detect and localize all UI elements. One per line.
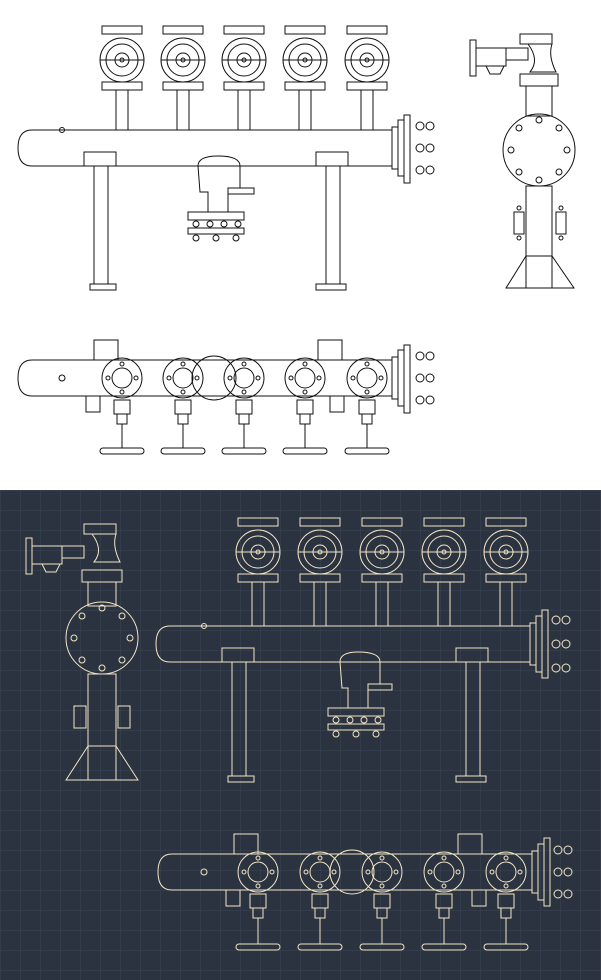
side-blind-flange xyxy=(502,113,576,187)
side-base xyxy=(505,255,575,289)
top-valve-1 xyxy=(99,357,145,455)
dark-valve-3 xyxy=(359,517,405,627)
front-valves xyxy=(99,25,390,131)
side-valve xyxy=(469,33,557,77)
dark-blueprint-panel xyxy=(0,490,601,980)
dark-vent-boss xyxy=(201,623,207,629)
top-end-flange xyxy=(391,344,435,414)
top-brackets xyxy=(85,339,345,413)
dark-top-valve-1 xyxy=(235,851,281,951)
blueprint-grid xyxy=(0,490,601,980)
dark-front-valves xyxy=(235,517,529,627)
dark-top-valve-2 xyxy=(297,851,343,951)
dark-main-header-pipe xyxy=(155,625,531,663)
side-column-flanges xyxy=(513,205,567,241)
top-valve-4 xyxy=(282,357,328,455)
dark-top-vent-boss xyxy=(200,868,208,876)
dark-side-valve xyxy=(25,523,121,575)
top-valves xyxy=(99,357,390,455)
dark-valve-2 xyxy=(297,517,343,627)
dark-top-valve-4 xyxy=(421,851,467,951)
dark-side-riser-pipe xyxy=(87,581,117,607)
valve-4 xyxy=(282,25,328,131)
light-drawing-group xyxy=(17,25,576,455)
top-valve-3 xyxy=(221,357,267,455)
dark-valve-4 xyxy=(421,517,467,627)
end-flange xyxy=(391,114,435,184)
top-view xyxy=(17,339,435,455)
dark-drawing-group xyxy=(25,517,573,951)
side-column xyxy=(525,185,553,257)
dark-top-view xyxy=(157,833,573,951)
dark-top-brackets xyxy=(225,833,487,907)
valve-1 xyxy=(99,25,145,131)
dark-top-end-flange xyxy=(531,837,573,907)
valve-2 xyxy=(160,25,206,131)
dark-front-view xyxy=(155,517,571,783)
dark-support-leg-right xyxy=(455,647,489,783)
dark-top-valves xyxy=(235,851,529,951)
top-valve-5 xyxy=(344,357,390,455)
top-vent-boss xyxy=(58,374,66,382)
dark-side-column-flanges xyxy=(73,705,131,729)
valve-5 xyxy=(344,25,390,131)
support-leg-right xyxy=(315,151,349,291)
light-drawing xyxy=(17,25,576,455)
dark-top-valve-3 xyxy=(359,851,405,951)
dark-top-valve-5 xyxy=(483,851,529,951)
top-header-pipe xyxy=(17,359,393,397)
dark-valve-1 xyxy=(235,517,281,627)
drain-pot xyxy=(187,155,255,242)
top-valve-2 xyxy=(160,357,206,455)
dark-drawing xyxy=(0,490,601,980)
light-blueprint-panel xyxy=(17,25,576,455)
dark-side-base xyxy=(65,745,139,781)
dark-end-flange xyxy=(529,609,571,679)
dark-drain-pot xyxy=(327,651,393,738)
dark-top-header-pipe xyxy=(157,853,533,891)
side-view xyxy=(469,33,576,289)
side-riser-pipe xyxy=(525,85,553,117)
vent-boss xyxy=(59,127,65,133)
side-upper-flange xyxy=(519,73,559,87)
valve-3 xyxy=(221,25,267,131)
dark-support-leg-left xyxy=(221,647,255,783)
dark-side-view xyxy=(25,523,139,781)
top-drain-flange xyxy=(191,355,237,401)
dark-valve-5 xyxy=(483,517,529,627)
front-view xyxy=(17,25,435,291)
support-leg-left xyxy=(83,151,117,291)
main-header-pipe xyxy=(17,129,393,167)
